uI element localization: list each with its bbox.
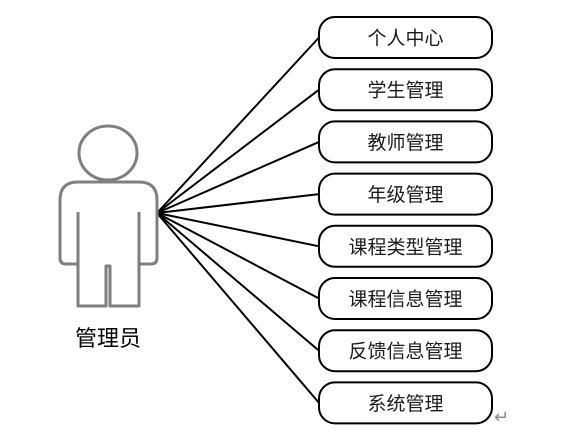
use-case-label: 个人中心 [367, 28, 443, 50]
use-case-student-management[interactable]: 学生管理 [318, 68, 493, 112]
use-case-label: 年级管理 [367, 184, 443, 206]
connector-student-management [156, 88, 320, 214]
actor-head [77, 124, 139, 182]
actor-body [58, 180, 159, 308]
use-case-feedback-info-management[interactable]: 反馈信息管理 [318, 329, 493, 373]
paragraph-mark: ↵ [494, 407, 509, 428]
use-case-box [318, 68, 493, 112]
stick-figure-icon [58, 124, 159, 308]
use-case-label: 课程信息管理 [348, 289, 462, 311]
use-case-label: 学生管理 [367, 80, 443, 102]
use-case-box [318, 329, 493, 373]
use-case-grade-management[interactable]: 年级管理 [318, 172, 493, 216]
connector-feedback-info-management [156, 212, 320, 352]
connector-personal-center [156, 36, 320, 214]
use-case-label: 教师管理 [367, 132, 443, 154]
use-case-box [318, 16, 493, 59]
use-case-label: 系统管理 [367, 393, 443, 415]
use-case-box [318, 224, 493, 268]
use-case-label: 课程类型管理 [348, 236, 462, 258]
use-case-box [318, 381, 493, 425]
connector-grade-management [156, 193, 320, 214]
use-case-label: 反馈信息管理 [348, 341, 462, 363]
connector-course-type-management [156, 212, 320, 248]
use-case-teacher-management[interactable]: 教师管理 [318, 120, 493, 164]
use-case-personal-center[interactable]: 个人中心 [318, 16, 493, 59]
connector-course-info-management [156, 212, 320, 300]
connector-lines [156, 36, 320, 404]
use-case-system-management[interactable]: 系统管理 [318, 381, 493, 425]
use-case-box [318, 172, 493, 216]
connector-teacher-management [156, 140, 320, 214]
actor-label: 管理员 [75, 327, 141, 352]
use-case-box [318, 120, 493, 164]
use-case-course-type-management[interactable]: 课程类型管理 [318, 224, 493, 268]
connector-system-management [156, 212, 320, 404]
use-case-box [318, 277, 493, 320]
use-case-course-info-management[interactable]: 课程信息管理 [318, 277, 493, 320]
